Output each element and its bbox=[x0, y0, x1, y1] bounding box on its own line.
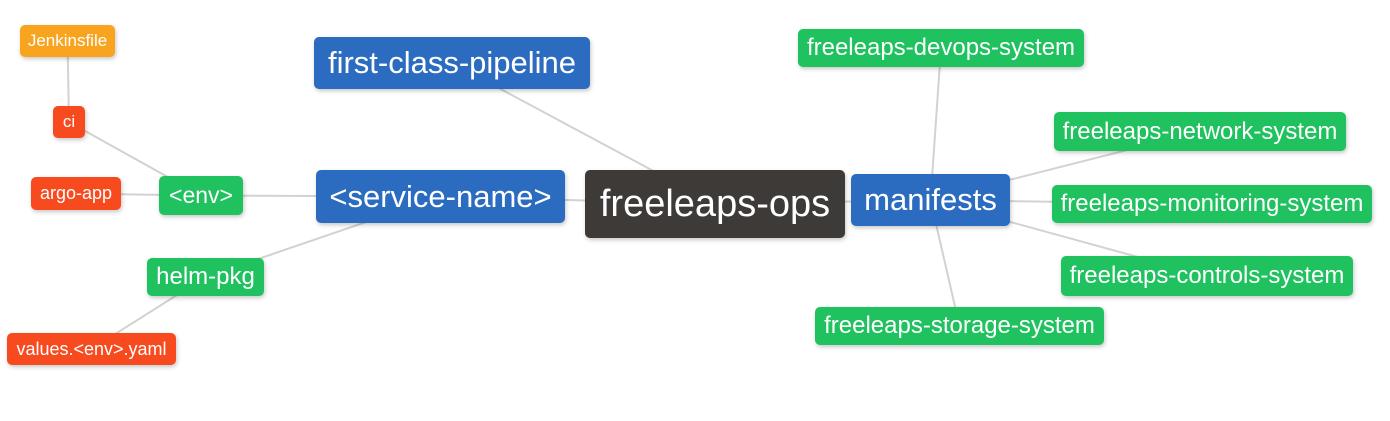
node-label: freeleaps-controls-system bbox=[1069, 262, 1345, 289]
node-label: <env> bbox=[169, 182, 233, 208]
node-jenkinsfile[interactable]: Jenkinsfile bbox=[20, 25, 115, 57]
node-label: freeleaps-ops bbox=[599, 182, 831, 225]
node-label: Jenkinsfile bbox=[27, 31, 108, 50]
node-label: manifests bbox=[864, 182, 997, 217]
node-first-class-pipeline[interactable]: first-class-pipeline bbox=[314, 37, 590, 89]
node-service-name[interactable]: <service-name> bbox=[316, 170, 565, 223]
node-label: helm-pkg bbox=[156, 263, 255, 290]
node-freeleaps-monitoring-system[interactable]: freeleaps-monitoring-system bbox=[1052, 185, 1372, 223]
node-freeleaps-network-system[interactable]: freeleaps-network-system bbox=[1054, 112, 1346, 151]
node-label: argo-app bbox=[39, 183, 113, 203]
node-freeleaps-controls-system[interactable]: freeleaps-controls-system bbox=[1061, 256, 1353, 296]
node-label: freeleaps-network-system bbox=[1062, 117, 1338, 145]
node-argo-app[interactable]: argo-app bbox=[31, 177, 121, 210]
node-helm-pkg[interactable]: helm-pkg bbox=[147, 258, 264, 296]
node-label: ci bbox=[62, 112, 76, 131]
node-label: freeleaps-devops-system bbox=[806, 34, 1076, 61]
node-env[interactable]: <env> bbox=[159, 176, 243, 215]
node-manifests[interactable]: manifests bbox=[851, 174, 1010, 226]
node-freeleaps-devops-system[interactable]: freeleaps-devops-system bbox=[798, 29, 1084, 67]
node-freeleaps-storage-system[interactable]: freeleaps-storage-system bbox=[815, 307, 1104, 345]
node-freeleaps-ops[interactable]: freeleaps-ops bbox=[585, 170, 845, 238]
node-values-env-yaml[interactable]: values.<env>.yaml bbox=[7, 333, 176, 365]
node-label: first-class-pipeline bbox=[327, 45, 577, 80]
node-label: <service-name> bbox=[329, 178, 552, 214]
node-label: freeleaps-storage-system bbox=[824, 312, 1095, 339]
node-label: freeleaps-monitoring-system bbox=[1060, 190, 1364, 217]
node-label: values.<env>.yaml bbox=[16, 338, 167, 359]
node-ci[interactable]: ci bbox=[53, 106, 85, 138]
